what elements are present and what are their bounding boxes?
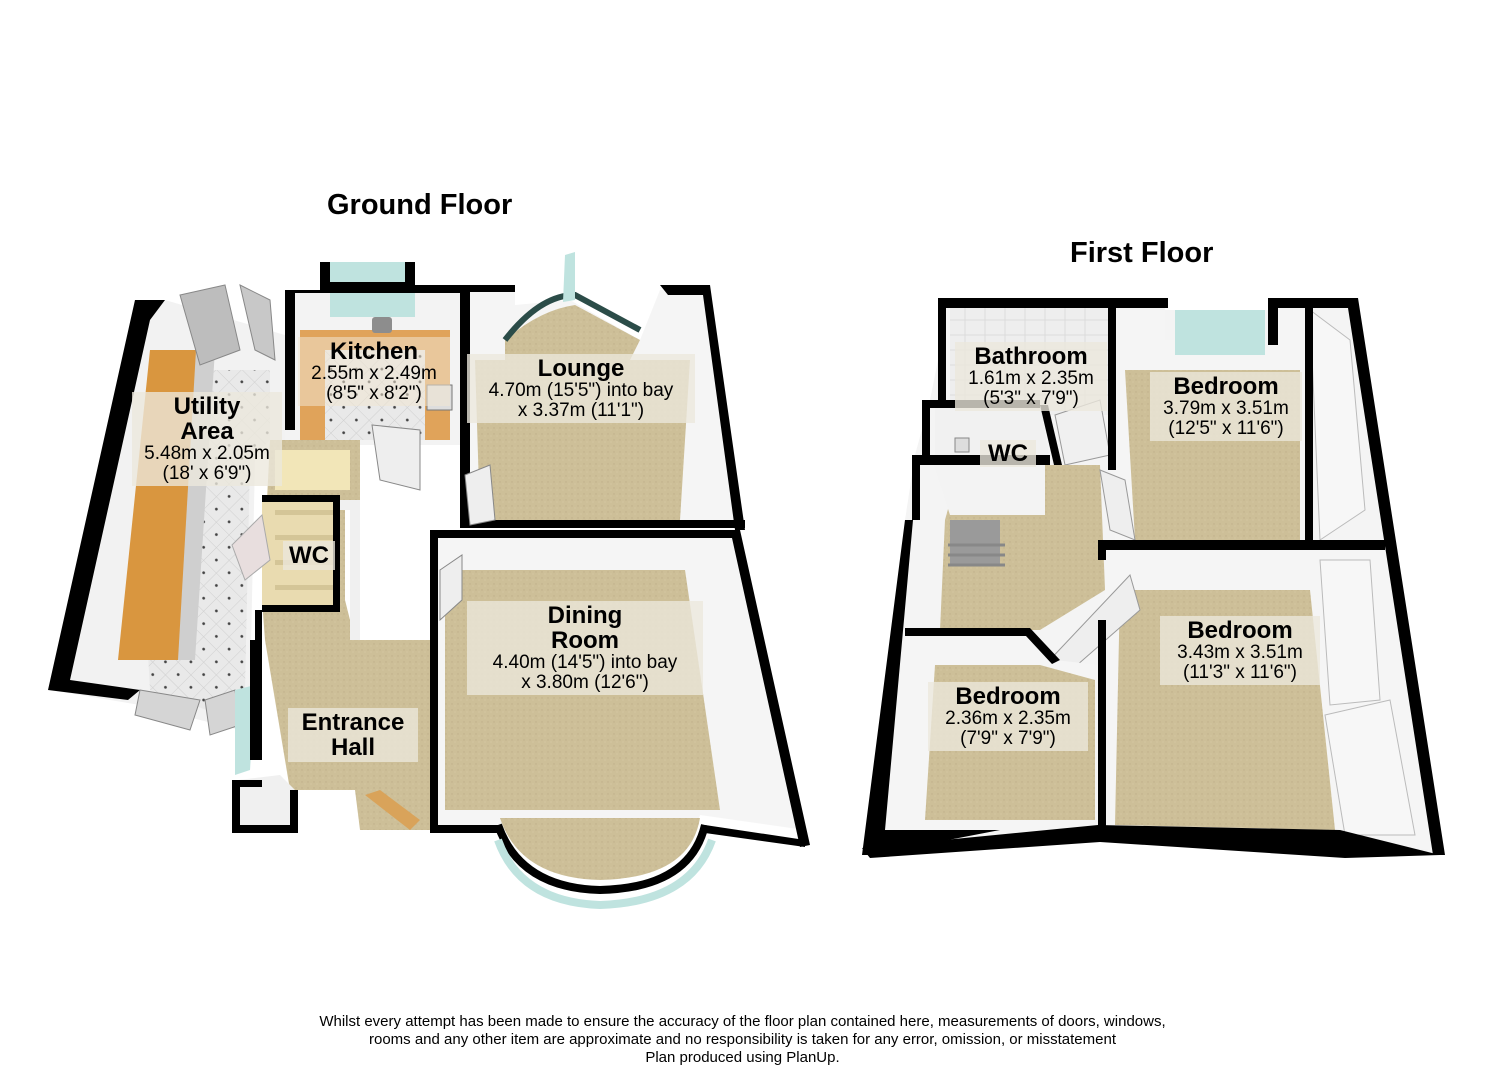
sink-icon bbox=[372, 317, 392, 333]
bedroom-2-wardrobe-bottom bbox=[1324, 699, 1416, 836]
first-floor-walls bbox=[862, 298, 1445, 858]
hall-and-wc bbox=[231, 440, 430, 833]
room-label-first-wc: WC bbox=[980, 440, 1036, 468]
landing bbox=[932, 460, 1105, 630]
room-label-bathroom: Bathroom 1.61m x 2.35m (5'3" x 7'9") bbox=[955, 342, 1107, 412]
utility-front-door-left bbox=[134, 689, 201, 731]
bedroom-2-wardrobe-top bbox=[1319, 559, 1381, 706]
bedroom-1-window bbox=[1175, 310, 1265, 355]
kitchen-door bbox=[371, 424, 421, 491]
bedroom-1-wardrobe bbox=[1309, 308, 1366, 541]
dining-door bbox=[439, 554, 463, 622]
disclaimer-line-2: rooms and any other item are approximate… bbox=[368, 1031, 1116, 1048]
first-floor-title: First Floor bbox=[1070, 237, 1214, 269]
room-label-dining-room: Dining Room 4.40m (14'5") into bay x 3.8… bbox=[467, 601, 703, 696]
utility-back-door bbox=[179, 284, 241, 366]
stairwell bbox=[950, 520, 1000, 565]
dining-bay-window bbox=[494, 838, 716, 910]
lounge-door bbox=[464, 464, 496, 526]
ground-floor-title: Ground Floor bbox=[327, 189, 513, 221]
room-label-bedroom-3: Bedroom 2.36m x 2.35m (7'9" x 7'9") bbox=[928, 682, 1088, 752]
room-label-ground-wc: WC bbox=[283, 541, 335, 571]
dining-room bbox=[430, 530, 810, 910]
room-label-bedroom-2: Bedroom 3.43m x 3.51m (11'3" x 11'6") bbox=[1160, 616, 1320, 686]
toilet-icon bbox=[954, 437, 970, 453]
room-label-entrance-hall: Entrance Hall bbox=[288, 708, 418, 763]
disclaimer-line-3: Plan produced using PlanUp. bbox=[645, 1049, 840, 1066]
room-label-bedroom-1: Bedroom 3.79m x 3.51m (12'5" x 11'6") bbox=[1150, 372, 1302, 442]
lounge-bay-window bbox=[563, 252, 575, 302]
disclaimer-line-1: Whilst every attempt has been made to en… bbox=[319, 1013, 1166, 1030]
room-label-utility-area: Utility Area 5.48m x 2.05m (18' x 6'9") bbox=[132, 392, 282, 487]
stair-banister bbox=[948, 543, 1005, 567]
room-label-kitchen: Kitchen 2.55m x 2.49m (8'5" x 8'2") bbox=[298, 337, 450, 407]
front-door bbox=[365, 790, 420, 830]
room-label-lounge: Lounge 4.70m (15'5") into bay x 3.37m (1… bbox=[467, 354, 695, 424]
disclaimer: Whilst every attempt has been made to en… bbox=[200, 1013, 1285, 1067]
wc-door bbox=[231, 513, 271, 581]
